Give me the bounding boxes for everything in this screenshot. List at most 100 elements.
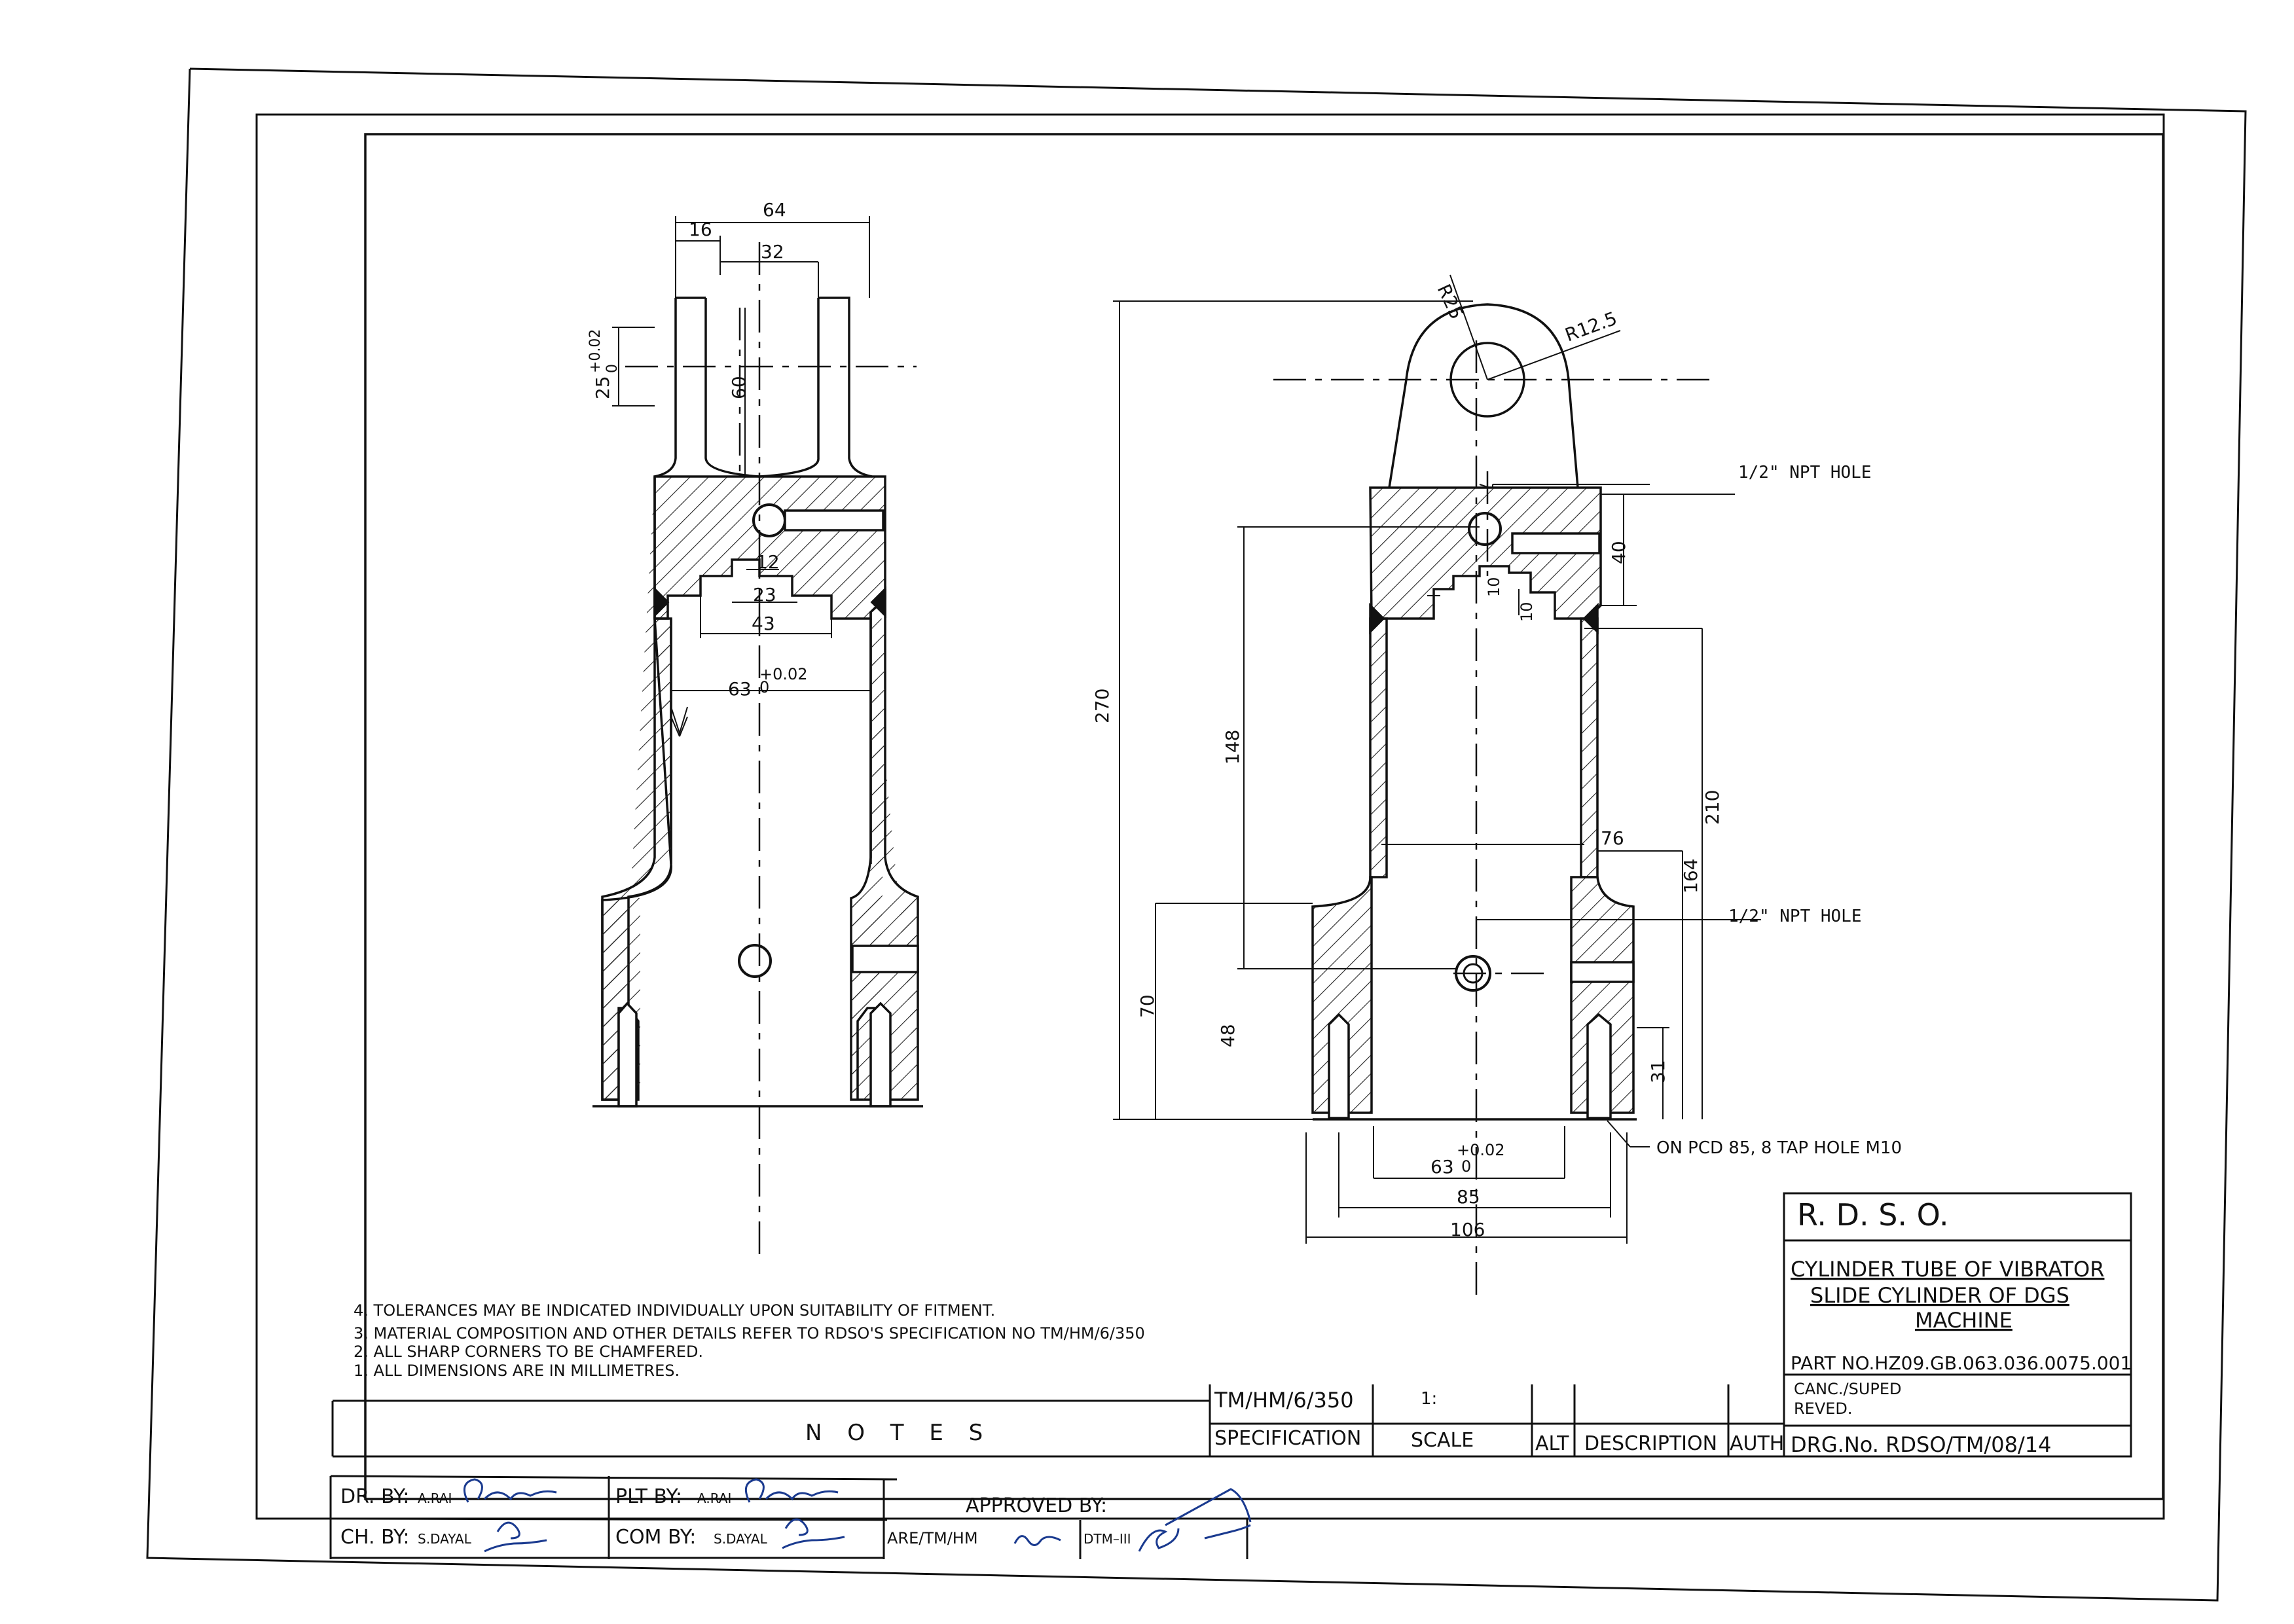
dim-63-right-tol-upper: +0.02 xyxy=(1457,1141,1505,1159)
right-top-port xyxy=(1468,512,1502,546)
dim-63-left-tol-lower: 0 xyxy=(759,678,769,696)
signature-dtm xyxy=(1138,1488,1252,1552)
npt-hole-top-label: 1/2" NPT HOLE xyxy=(1738,463,1872,482)
auth-label: AUTH xyxy=(1730,1432,1784,1455)
outer-border xyxy=(146,67,2247,1602)
left-dim-labels: 64 16 32 25 +0.02 0 60 12 23 43 63 +0.02… xyxy=(587,199,808,700)
scale-value: 1: xyxy=(1421,1389,1437,1409)
signature-block-text: DR. BY: A.RAI PLT BY: A.RAI APPROVED BY:… xyxy=(340,1485,1131,1549)
dim-25-tol-upper: +0.02 xyxy=(587,329,604,373)
ch-by-label: CH. BY: xyxy=(340,1526,409,1549)
right-wall-right xyxy=(1580,617,1599,878)
sheet-borders xyxy=(146,67,2247,1602)
part-number: PART NO.HZ09.GB.063.036.0075.001 xyxy=(1791,1352,2132,1374)
dim-63-left-tol-upper: +0.02 xyxy=(759,665,808,683)
note-1: 1. ALL DIMENSIONS ARE IN MILLIMETRES. xyxy=(354,1362,680,1380)
spec-value: TM/HM/6/350 xyxy=(1214,1388,1354,1413)
note-2: 2. ALL SHARP CORNERS TO BE CHAMFERED. xyxy=(354,1343,703,1361)
right-flange-left xyxy=(1311,876,1373,1114)
signature-plt xyxy=(744,1478,839,1503)
spec-label: SPECIFICATION xyxy=(1214,1427,1361,1450)
right-lug xyxy=(1388,303,1579,488)
notes-heading: N O T E S xyxy=(805,1420,992,1446)
signature-ch xyxy=(484,1521,547,1553)
left-tap-hole-left xyxy=(617,1001,638,1108)
left-dimensions xyxy=(612,216,871,691)
left-tap-hole-right xyxy=(869,1001,892,1108)
signature-are xyxy=(1013,1535,1061,1546)
dim-76: 76 xyxy=(1601,827,1624,849)
left-centerlines xyxy=(625,242,917,1263)
dim-60: 60 xyxy=(728,376,750,399)
ch-by-name: S.DAYAL xyxy=(418,1531,472,1547)
right-view xyxy=(1311,303,1637,1121)
drawing-title-line2: SLIDE CYLINDER OF DGS xyxy=(1810,1283,2069,1308)
left-fork-prongs xyxy=(654,297,873,478)
right-wall-left xyxy=(1369,617,1388,878)
drawing-title-line1: CYLINDER TUBE OF VIBRATOR xyxy=(1791,1257,2104,1282)
notes-block: 4. TOLERANCES MAY BE INDICATED INDIVIDUA… xyxy=(354,1301,1145,1380)
tap-hole-note: ON PCD 85, 8 TAP HOLE M10 xyxy=(1656,1138,1902,1158)
dim-31: 31 xyxy=(1647,1060,1669,1083)
scale-label: SCALE xyxy=(1411,1429,1474,1452)
dim-63-right: 63 xyxy=(1430,1156,1454,1178)
dim-85: 85 xyxy=(1457,1186,1480,1208)
drawing-frame xyxy=(364,133,2164,1500)
dim-210: 210 xyxy=(1702,790,1723,825)
dim-40: 40 xyxy=(1608,541,1629,564)
dim-106: 106 xyxy=(1450,1219,1485,1240)
left-top-port-circle xyxy=(752,503,786,537)
signature-block-grid xyxy=(329,1475,1248,1559)
title-block-text: TM/HM/6/350 1: SPECIFICATION SCALE ALT D… xyxy=(1214,1197,2132,1457)
left-bottom-port-circle xyxy=(738,944,772,978)
alt-label: ALT xyxy=(1535,1432,1569,1455)
canc-superseded: CANC./SUPED xyxy=(1794,1380,1902,1398)
handwritten-signatures xyxy=(463,1478,1252,1553)
signature-dr xyxy=(463,1478,557,1503)
approved-by-label: APPROVED BY: xyxy=(966,1494,1107,1517)
dim-25: 25 xyxy=(592,376,613,399)
plt-by-name: A.RAI xyxy=(697,1490,731,1506)
dim-164: 164 xyxy=(1680,859,1702,893)
dim-270: 270 xyxy=(1091,689,1113,723)
dim-43: 43 xyxy=(752,613,775,634)
note-4: 4. TOLERANCES MAY BE INDICATED INDIVIDUA… xyxy=(354,1301,995,1320)
surface-finish-mark xyxy=(670,706,688,737)
are-tm-hm-label: ARE/TM/HM xyxy=(887,1529,978,1547)
right-centerlines xyxy=(1273,340,1719,1296)
dim-r12-5: R12.5 xyxy=(1562,308,1620,346)
signature-com xyxy=(782,1518,845,1549)
dim-10b: 10 xyxy=(1518,602,1536,622)
npt-hole-mid-label: 1/2" NPT HOLE xyxy=(1728,907,1862,926)
right-tap-hole-left xyxy=(1328,1013,1350,1119)
left-view xyxy=(592,297,923,1108)
dim-63-right-tol-lower: 0 xyxy=(1461,1157,1471,1176)
right-tap-hole-right xyxy=(1586,1013,1612,1119)
org-name: R. D. S. O. xyxy=(1797,1197,1949,1233)
dtm-label: DTM–III xyxy=(1083,1531,1131,1547)
revised: REVED. xyxy=(1794,1399,1853,1418)
title-block-grid xyxy=(331,1192,2132,1458)
dim-48: 48 xyxy=(1217,1024,1239,1047)
dim-64: 64 xyxy=(763,199,786,221)
description-label: DESCRIPTION xyxy=(1584,1432,1717,1455)
com-by-name: S.DAYAL xyxy=(714,1531,768,1547)
drawing-title-line3: MACHINE xyxy=(1915,1308,2012,1333)
right-dimensions xyxy=(1113,274,1761,1244)
dim-70: 70 xyxy=(1137,994,1158,1018)
dim-25-tol-lower: 0 xyxy=(604,364,621,373)
dr-by-name: A.RAI xyxy=(418,1490,452,1506)
com-by-label: COM BY: xyxy=(615,1526,696,1549)
right-dim-labels: R25 R12.5 1/2" NPT HOLE 1/2" NPT HOLE 40… xyxy=(1091,281,1902,1240)
dim-16: 16 xyxy=(689,219,712,240)
dim-23: 23 xyxy=(753,584,776,605)
dim-63-left: 63 xyxy=(728,678,752,700)
dim-32: 32 xyxy=(761,241,784,262)
dim-10a: 10 xyxy=(1485,577,1503,597)
note-3: 3. MATERIAL COMPOSITION AND OTHER DETAIL… xyxy=(354,1324,1145,1343)
dim-12: 12 xyxy=(756,551,780,573)
dim-148: 148 xyxy=(1222,730,1243,765)
plt-by-label: PLT BY: xyxy=(615,1485,682,1508)
drawing-number: DRG.No. RDSO/TM/08/14 xyxy=(1791,1432,2051,1457)
